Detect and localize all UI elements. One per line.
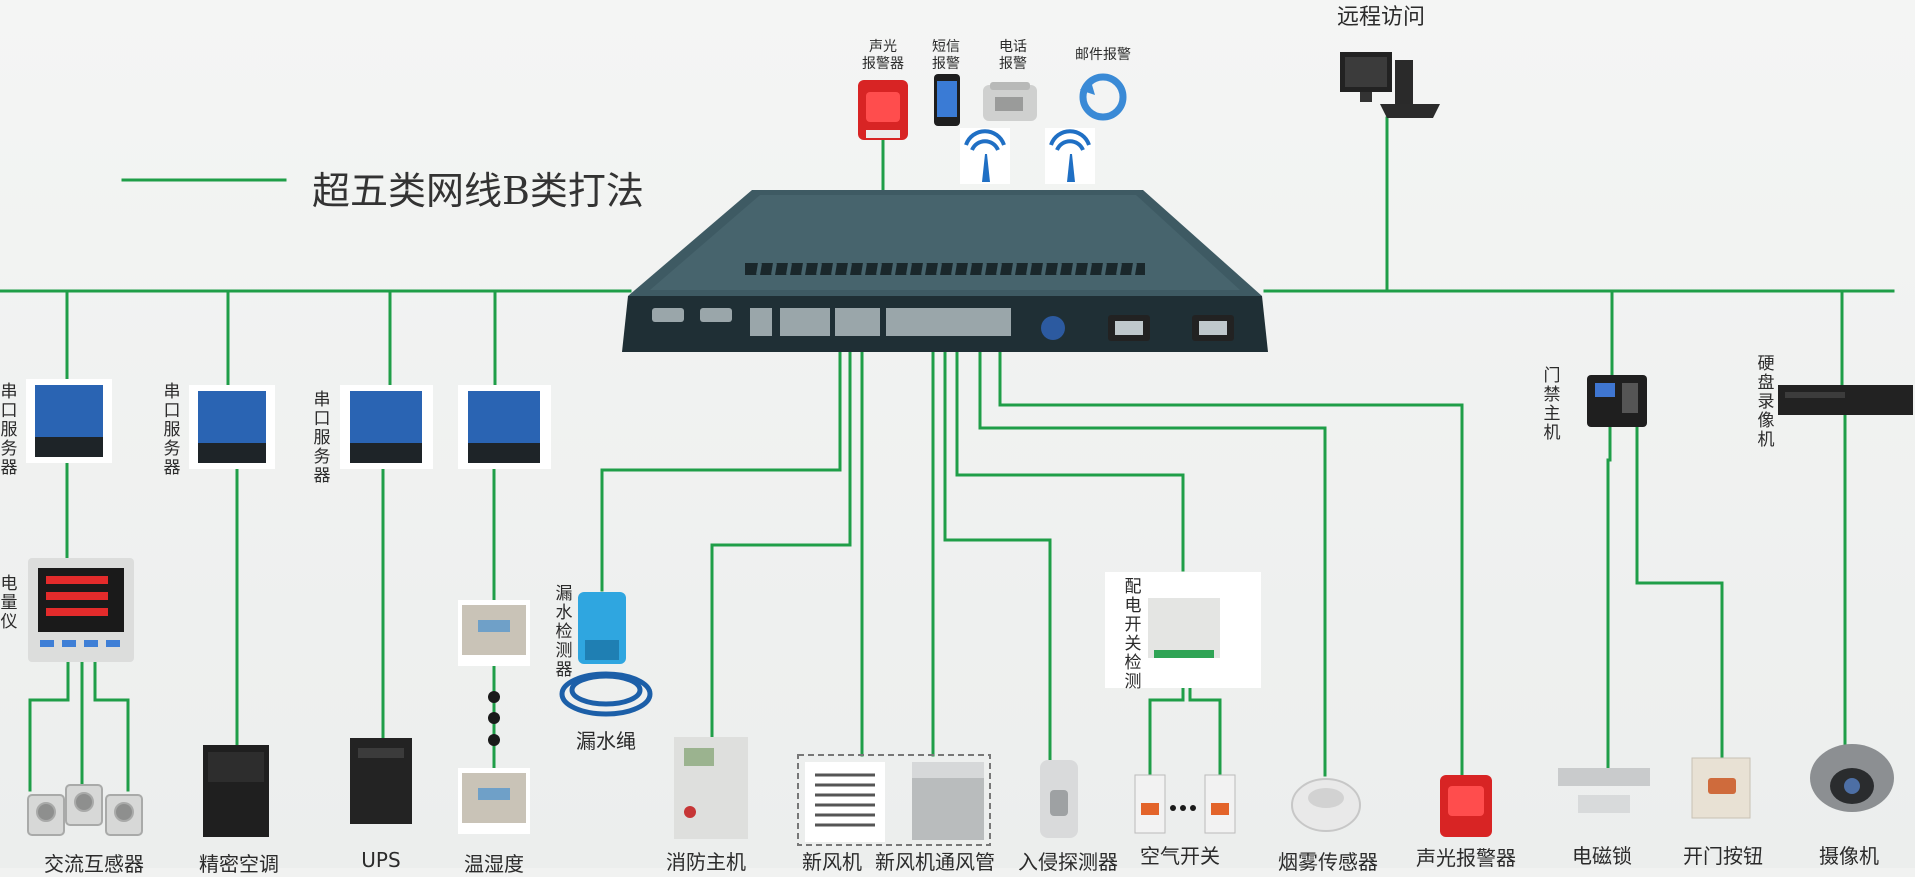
label-temp-humidity: 温湿度 <box>464 852 524 876</box>
label-email-alarm: 邮件报警 <box>1075 47 1131 63</box>
label-smoke-sensor: 烟雾传感器 <box>1278 850 1378 874</box>
access-controller-icon <box>1587 375 1647 427</box>
leak-rope-icon <box>559 671 653 717</box>
label-camera: 摄像机 <box>1819 844 1879 868</box>
dot-3 <box>488 734 500 746</box>
label-fresh-air-fan: 新风机 <box>802 850 862 874</box>
label-sms-alarm: 短信报警 <box>932 39 960 72</box>
wifi-icon-2 <box>1045 128 1095 184</box>
label-nvr: 硬盘录像机 <box>1757 354 1775 450</box>
door-button-icon <box>1691 757 1751 819</box>
leak-detector-icon <box>578 592 626 664</box>
temp-humidity-sensor-2 <box>458 768 530 834</box>
dot-2 <box>488 712 500 724</box>
label-ups: UPS <box>361 848 401 872</box>
ups-icon <box>350 738 412 824</box>
fan-duct-icon <box>912 762 984 840</box>
precision-ac-icon <box>203 745 269 837</box>
power-meter-icon <box>28 558 134 662</box>
maglock-icon <box>1558 768 1650 813</box>
serial-server-1 <box>26 379 112 463</box>
legend-text: 超五类网线B类打法 <box>312 169 644 213</box>
breaker-icon-1 <box>1134 774 1166 834</box>
label-precision-ac: 精密空调 <box>199 852 279 876</box>
serial-server-3 <box>340 385 433 469</box>
label-access-controller: 门禁主机 <box>1543 366 1561 443</box>
serial-server-2 <box>189 385 275 469</box>
label-leak-detector: 漏水检测器 <box>555 584 573 680</box>
serial-server-4 <box>458 385 551 469</box>
label-power-switch-detector: 配电开关检测 <box>1124 577 1142 692</box>
fan-group-box <box>797 754 991 846</box>
cellphone-icon <box>934 74 960 126</box>
smoke-sensor-icon <box>1291 778 1361 832</box>
email-sync-icon <box>1079 73 1127 121</box>
label-sound-light-alarm-2: 声光报警器 <box>1416 846 1516 870</box>
label-door-button: 开门按钮 <box>1683 844 1763 868</box>
nvr-icon <box>1778 385 1913 415</box>
label-power-meter: 电量仪 <box>0 574 18 632</box>
label-current-transformer: 交流互感器 <box>44 852 144 876</box>
label-serial-server-2: 串口服务器 <box>163 382 181 478</box>
label-phone-alarm: 电话报警 <box>999 39 1027 72</box>
label-serial-server-3: 串口服务器 <box>313 390 331 486</box>
temp-humidity-sensor-1 <box>458 600 530 666</box>
red-alarm-icon-2 <box>1440 775 1492 837</box>
intrusion-detector-icon <box>1040 760 1078 838</box>
red-alarm-icon <box>858 80 908 140</box>
label-intrusion-detector: 入侵探测器 <box>1018 850 1118 874</box>
current-transformer-icons <box>27 784 143 836</box>
label-leak-rope: 漏水绳 <box>576 729 636 753</box>
fire-host-icon <box>674 737 748 839</box>
desktop-computer-icon <box>1340 52 1440 118</box>
label-serial-server-1: 串口服务器 <box>0 382 18 478</box>
fan-icon <box>805 762 885 842</box>
breaker-icon-2 <box>1204 774 1236 834</box>
dot-1 <box>488 691 500 703</box>
label-fire-host: 消防主机 <box>666 850 746 874</box>
label-sound-light-alarm: 声光报警器 <box>862 39 904 72</box>
label-fresh-air-duct: 新风机通风管 <box>875 850 995 874</box>
central-switch-device <box>622 190 1268 352</box>
camera-icon <box>1810 744 1894 812</box>
wifi-icon-1 <box>960 128 1010 184</box>
label-remote-access: 远程访问 <box>1336 5 1426 30</box>
label-maglock: 电磁锁 <box>1572 844 1632 868</box>
power-switch-detector-icon <box>1105 572 1261 688</box>
label-air-breaker: 空气开关 <box>1140 844 1220 868</box>
breaker-dots <box>1170 805 1196 811</box>
telephone-icon <box>983 82 1037 121</box>
